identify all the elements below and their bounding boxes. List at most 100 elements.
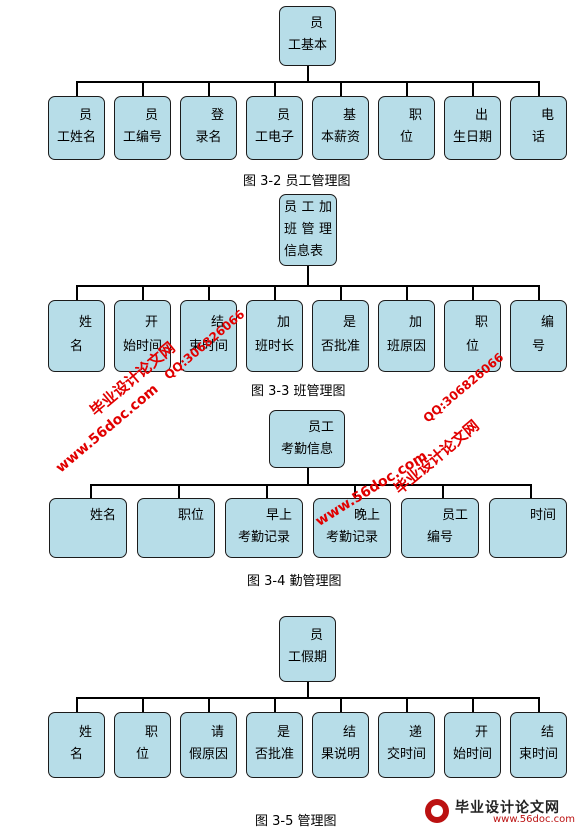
- child-node: 姓 名: [48, 712, 105, 778]
- root-node-overtime: 员 工 加 班 管 理 信息表: [279, 194, 337, 266]
- child-node: 姓名: [49, 498, 127, 558]
- connector: [142, 81, 144, 96]
- connector: [538, 81, 540, 96]
- child-node: 开 始时间: [114, 300, 171, 372]
- child-node: 员 工姓名: [48, 96, 105, 160]
- connector: [274, 285, 276, 300]
- connector: [76, 81, 539, 83]
- node-text: 否批准: [254, 747, 294, 762]
- node-text: 晚上: [353, 508, 380, 523]
- node-text: 员: [309, 628, 323, 643]
- child-node: 早上 考勤记录: [225, 498, 303, 558]
- node-text: 工姓名: [56, 130, 96, 145]
- child-node: 是 否批准: [312, 300, 369, 372]
- figure-caption: 图 3-3 班管理图: [251, 384, 346, 399]
- node-text: 基: [342, 108, 356, 123]
- node-text: 电: [540, 108, 554, 123]
- connector: [307, 682, 309, 698]
- connector: [307, 66, 309, 82]
- node-text: 编号: [426, 530, 453, 545]
- connector: [307, 468, 309, 485]
- node-text: 班 管 理: [284, 222, 332, 237]
- node-text: 结: [210, 315, 224, 330]
- child-node: 晚上 考勤记录: [313, 498, 391, 558]
- connector: [142, 697, 144, 712]
- node-text: 名: [69, 747, 83, 762]
- node-text: 递: [408, 725, 422, 740]
- node-text: 交时间: [386, 747, 426, 762]
- child-node: 加 班原因: [378, 300, 435, 372]
- child-node: 基 本薪资: [312, 96, 369, 160]
- node-text: 工基本: [287, 38, 327, 53]
- connector: [142, 285, 144, 300]
- connector: [538, 285, 540, 300]
- connector: [90, 484, 531, 486]
- connector: [406, 81, 408, 96]
- connector: [208, 697, 210, 712]
- child-node: 职 位: [114, 712, 171, 778]
- node-text: 否批准: [320, 339, 360, 354]
- node-text: 结: [540, 725, 554, 740]
- node-text: 位: [399, 130, 413, 145]
- node-text: 加: [408, 315, 422, 330]
- node-text: 姓名: [89, 508, 116, 523]
- child-node: 姓 名: [48, 300, 105, 372]
- connector: [90, 484, 92, 498]
- child-node: 职 位: [378, 96, 435, 160]
- connector: [530, 484, 532, 498]
- node-text: 号: [531, 339, 545, 354]
- connector: [406, 697, 408, 712]
- root-node-attendance: 员工 考勤信息: [269, 410, 345, 468]
- node-text: 考勤信息: [280, 442, 333, 457]
- node-text: 始时间: [452, 747, 492, 762]
- figure-caption: 图 3-5 管理图: [255, 814, 337, 829]
- node-text: 考勤记录: [237, 530, 290, 545]
- node-text: 员 工 加: [284, 200, 332, 215]
- node-text: 结: [342, 725, 356, 740]
- node-text: 时间: [529, 508, 556, 523]
- node-text: 职位: [177, 508, 204, 523]
- node-text: 员工: [307, 420, 334, 435]
- child-node: 开 始时间: [444, 712, 501, 778]
- node-text: 开: [144, 315, 158, 330]
- connector: [76, 697, 78, 712]
- node-text: 姓: [78, 725, 92, 740]
- node-text: 员: [276, 108, 290, 123]
- connector: [472, 81, 474, 96]
- child-node: 结 果说明: [312, 712, 369, 778]
- node-text: 位: [135, 747, 149, 762]
- child-node: 职位: [137, 498, 215, 558]
- root-node-leave: 员 工假期: [279, 616, 336, 682]
- figure-caption: 图 3-4 勤管理图: [247, 574, 342, 589]
- watermark-site: www.56doc.com: [52, 381, 162, 477]
- connector: [76, 285, 539, 287]
- connector: [76, 697, 539, 699]
- node-text: 职: [474, 315, 488, 330]
- logo-mark-icon: [425, 799, 449, 823]
- node-text: 加: [276, 315, 290, 330]
- node-text: 早上: [265, 508, 292, 523]
- connector: [76, 81, 78, 96]
- node-text: 始时间: [122, 339, 162, 354]
- child-node: 是 否批准: [246, 712, 303, 778]
- watermark-chinese: 毕业设计论文网: [390, 416, 483, 498]
- child-node: 编 号: [510, 300, 567, 372]
- child-node: 登 录名: [180, 96, 237, 160]
- node-text: 开: [474, 725, 488, 740]
- connector: [274, 81, 276, 96]
- child-node: 员工 编号: [401, 498, 479, 558]
- node-text: 员: [144, 108, 158, 123]
- connector: [266, 484, 268, 498]
- node-text: 录名: [195, 130, 222, 145]
- child-node: 员 工电子: [246, 96, 303, 160]
- node-text: 束时间: [518, 747, 558, 762]
- connector: [340, 697, 342, 712]
- node-text: 登: [210, 108, 224, 123]
- node-text: 本薪资: [320, 130, 360, 145]
- node-text: 请: [210, 725, 224, 740]
- connector: [76, 285, 78, 300]
- connector: [406, 285, 408, 300]
- node-text: 出: [474, 108, 488, 123]
- node-text: 员工: [441, 508, 468, 523]
- child-node: 员 工编号: [114, 96, 171, 160]
